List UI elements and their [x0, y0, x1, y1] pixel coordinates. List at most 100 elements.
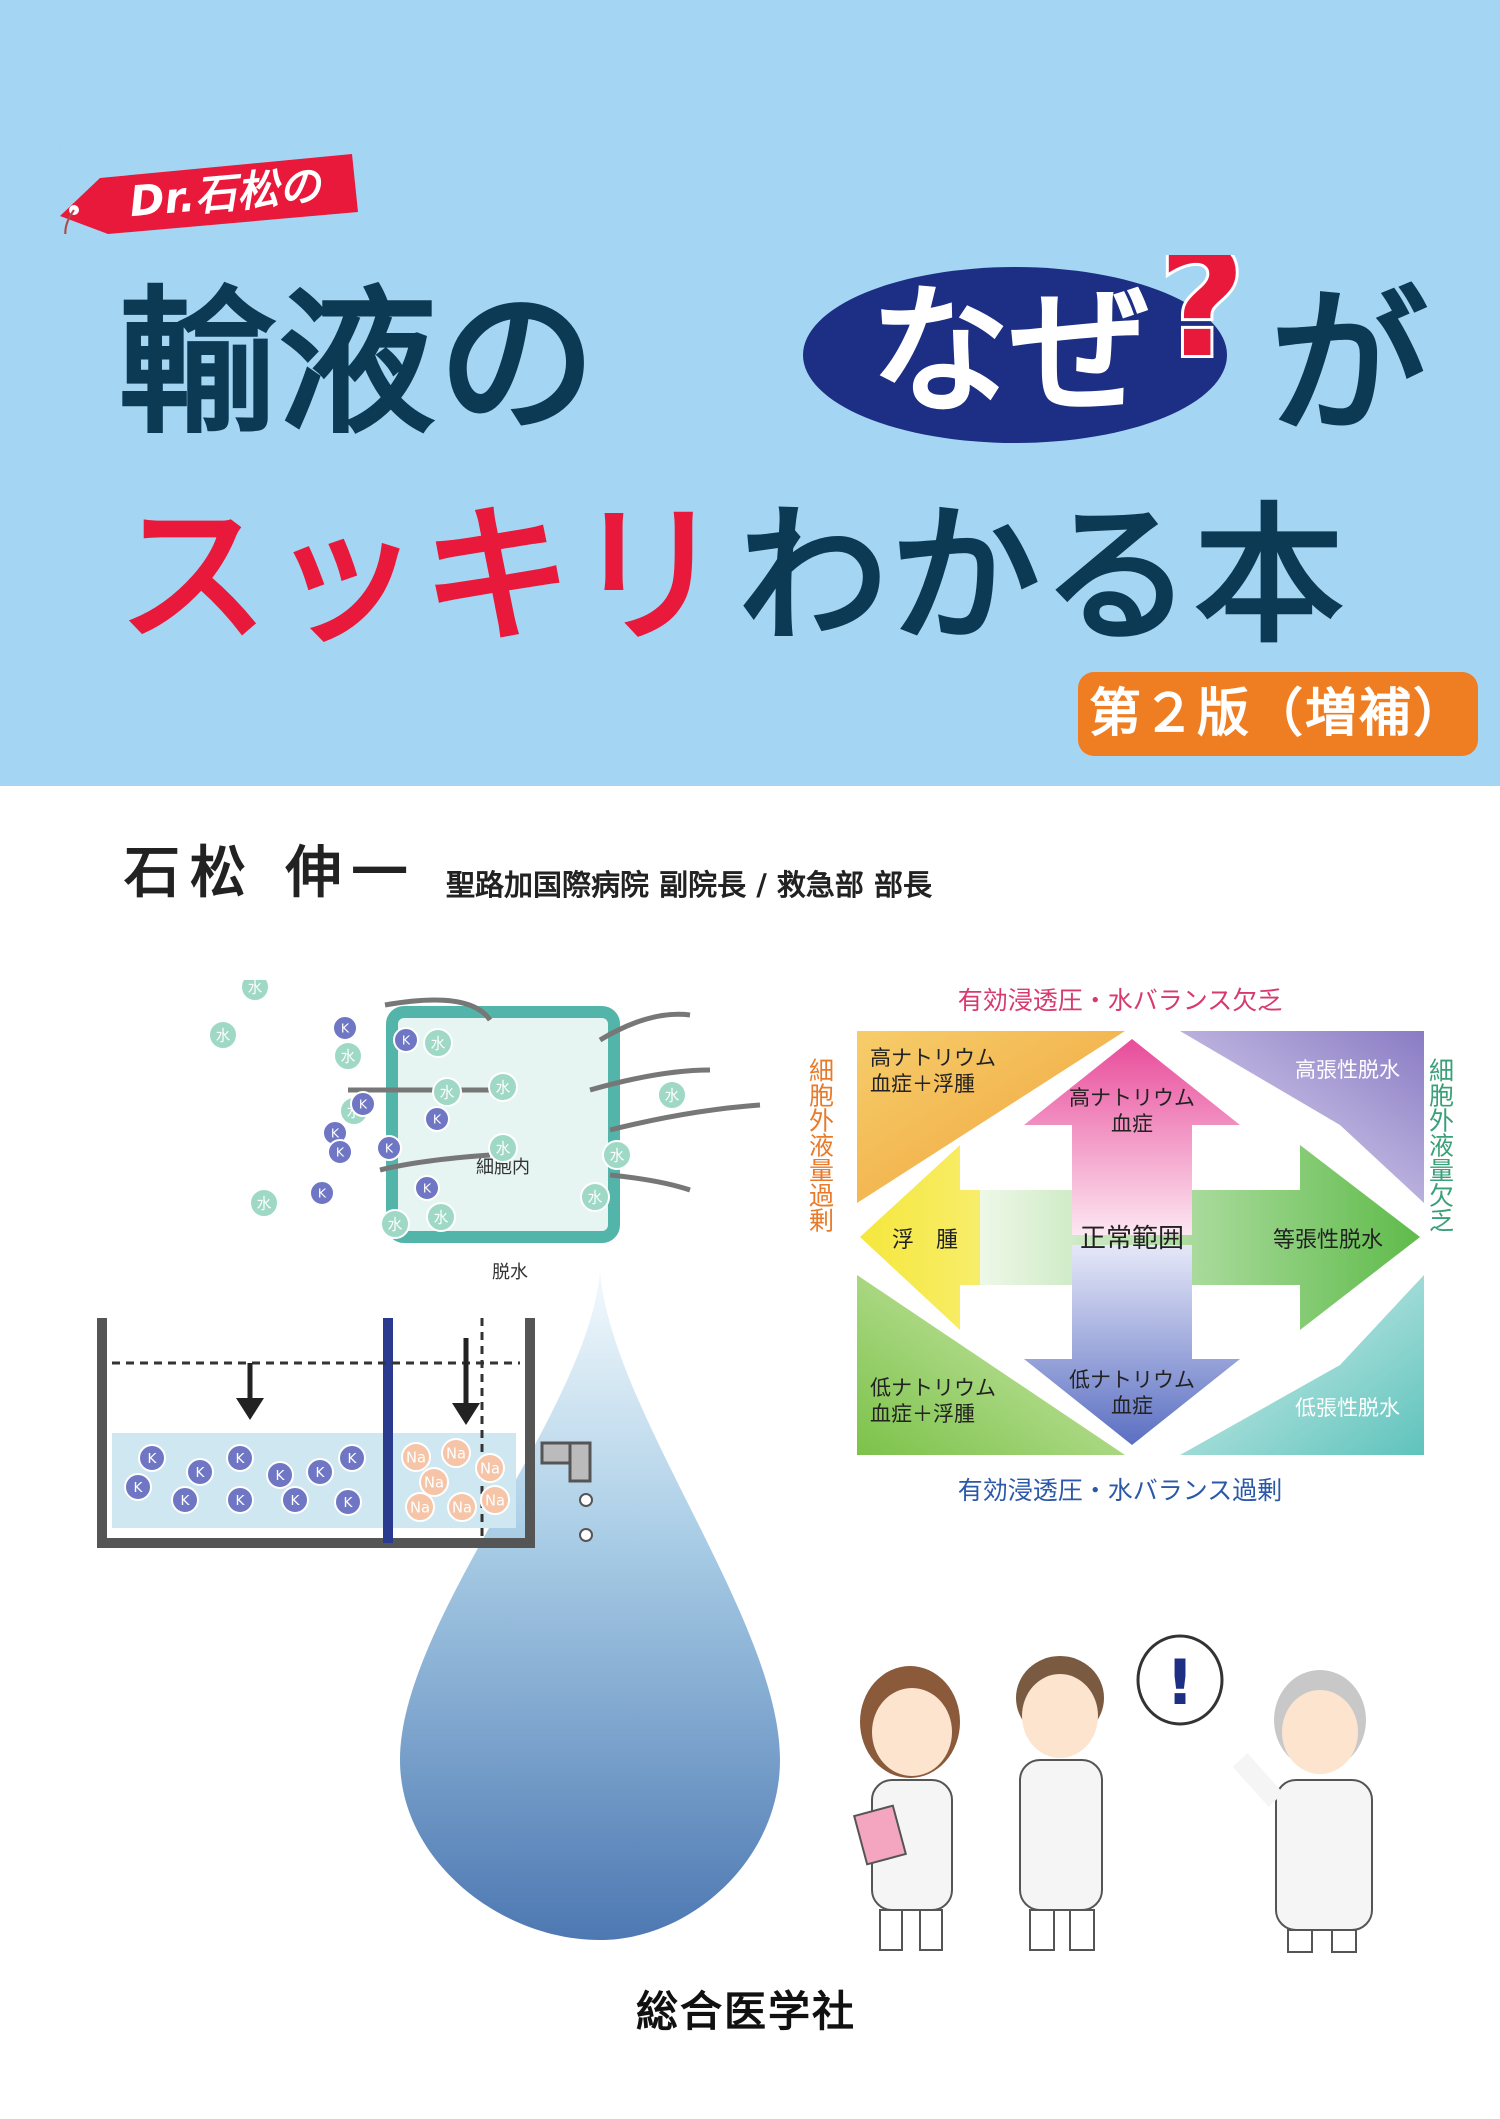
corner-top-left: [857, 1031, 1125, 1203]
author-affiliation: 聖路加国際病院 副院長 / 救急部 部長: [446, 868, 932, 902]
bottom-right-label: 低張性脱水: [1295, 1396, 1400, 1420]
center-label: 正常範囲: [1080, 1224, 1184, 1254]
potassium-ion: K: [171, 1486, 199, 1514]
senior-doctor-character: !: [1136, 1634, 1373, 1953]
edition-badge: 第２版（増補）: [1078, 672, 1478, 756]
water-molecule: 水: [423, 1028, 453, 1058]
cell-caption: 脱水: [492, 1262, 528, 1283]
potassium-ion: K: [138, 1444, 166, 1472]
svg-text:K: K: [291, 1493, 301, 1509]
svg-text:K: K: [196, 1465, 206, 1481]
title-line2-rest: わかる本: [738, 490, 1347, 664]
characters-illustration: !: [852, 1634, 1373, 1953]
water-molecule: 水: [657, 1080, 687, 1110]
potassium-ion: K: [266, 1461, 294, 1489]
corner-top-right: [1180, 1031, 1424, 1203]
arrow: [609, 1172, 691, 1193]
sodium-ion: Na: [480, 1485, 510, 1515]
down-arrow-label-1: 低ナトリウム: [1069, 1368, 1195, 1392]
down-arrow-label-2: 血症: [1111, 1394, 1153, 1418]
svg-text:Na: Na: [480, 1460, 500, 1477]
svg-text:K: K: [359, 1097, 368, 1112]
potassium-ion: K: [338, 1444, 366, 1472]
naze-highlight: なぜ ?: [803, 255, 1249, 443]
svg-text:水: 水: [588, 1189, 603, 1206]
potassium-ion: K: [393, 1027, 419, 1053]
header-band: [0, 0, 1500, 786]
naze-text: なぜ: [870, 271, 1150, 434]
arrow: [598, 1011, 691, 1043]
bottom-left-label-2: 血症＋浮腫: [870, 1402, 975, 1426]
svg-text:Na: Na: [424, 1474, 444, 1491]
potassium-ion: K: [332, 1015, 358, 1041]
corner-bottom-left: [857, 1275, 1125, 1455]
top-left-label-1: 高ナトリウム: [870, 1046, 996, 1070]
svg-text:Na: Na: [406, 1449, 426, 1466]
water-molecule: 水: [380, 1209, 410, 1239]
svg-text:K: K: [316, 1465, 326, 1481]
svg-text:K: K: [341, 1021, 350, 1036]
bottom-left-label-1: 低ナトリウム: [870, 1376, 996, 1400]
sodium-ion: Na: [401, 1442, 431, 1472]
svg-text:K: K: [318, 1186, 327, 1201]
balance-diagram: 有効浸透圧・水バランス欠乏 有効浸透圧・水バランス過剰 細胞外液量過剰 細胞外液…: [806, 986, 1455, 1505]
svg-text:Na: Na: [452, 1499, 472, 1516]
svg-text:水: 水: [665, 1087, 680, 1104]
potassium-ion: K: [327, 1139, 353, 1165]
water-molecule: 水: [208, 1020, 238, 1050]
diagram-bottom-label: 有効浸透圧・水バランス過剰: [958, 1476, 1283, 1505]
potassium-ion: K: [306, 1458, 334, 1486]
corner-bottom-right: [1180, 1275, 1424, 1455]
water-molecule: 水: [249, 1188, 279, 1218]
diagram-top-label: 有効浸透圧・水バランス欠乏: [958, 986, 1283, 1015]
water-molecule: 水: [426, 1202, 456, 1232]
title-line1-b: が: [1270, 272, 1430, 456]
water-molecule: 水: [580, 1182, 610, 1212]
potassium-ion: K: [424, 1106, 450, 1132]
author-tag: Dr.石松の: [60, 148, 358, 234]
question-mark: ?: [1158, 255, 1245, 391]
svg-text:K: K: [344, 1495, 354, 1511]
water-molecule: 水: [432, 1077, 462, 1107]
resident-character: [1016, 1656, 1104, 1951]
cell-inside-label: 細胞内: [476, 1157, 530, 1178]
right-arrow-label: 等張性脱水: [1273, 1228, 1383, 1253]
potassium-ion: K: [414, 1175, 440, 1201]
diagram-left-label: 細胞外液量過剰: [806, 1058, 835, 1233]
water-molecule: 水: [240, 980, 270, 1002]
svg-text:水: 水: [341, 1048, 356, 1065]
author-name: 石松 伸一: [124, 841, 418, 906]
top-left-label-2: 血症＋浮腫: [870, 1072, 975, 1096]
svg-text:K: K: [385, 1141, 394, 1156]
svg-text:K: K: [402, 1033, 411, 1048]
title-line1-a: 輸液の: [118, 272, 598, 456]
exclamation-mark: !: [1166, 1646, 1194, 1719]
potassium-ion: K: [334, 1488, 362, 1516]
svg-text:K: K: [148, 1451, 158, 1467]
svg-text:K: K: [236, 1451, 246, 1467]
arrow-down: [1024, 1245, 1240, 1445]
publisher-name: 総合医学社: [636, 1987, 857, 2036]
svg-text:K: K: [336, 1145, 345, 1160]
water-drop: [400, 1270, 780, 1940]
svg-text:水: 水: [431, 1035, 446, 1052]
arrow-up: [1024, 1039, 1240, 1235]
sodium-ion: Na: [475, 1453, 505, 1483]
svg-text:K: K: [433, 1112, 442, 1127]
svg-text:K: K: [276, 1468, 286, 1484]
potassium-ion: K: [376, 1135, 402, 1161]
up-arrow-label-2: 血症: [1111, 1112, 1153, 1136]
arrow: [384, 997, 493, 1022]
svg-text:K: K: [331, 1126, 340, 1141]
sodium-ion: Na: [405, 1492, 435, 1522]
up-arrow-label-1: 高ナトリウム: [1069, 1086, 1195, 1110]
svg-text:Na: Na: [485, 1492, 505, 1509]
potassium-ion: K: [281, 1486, 309, 1514]
water-molecule: 水: [333, 1041, 363, 1071]
title-line2-red: スッキリ: [118, 490, 727, 664]
svg-text:Na: Na: [410, 1499, 430, 1516]
svg-text:水: 水: [216, 1027, 231, 1044]
